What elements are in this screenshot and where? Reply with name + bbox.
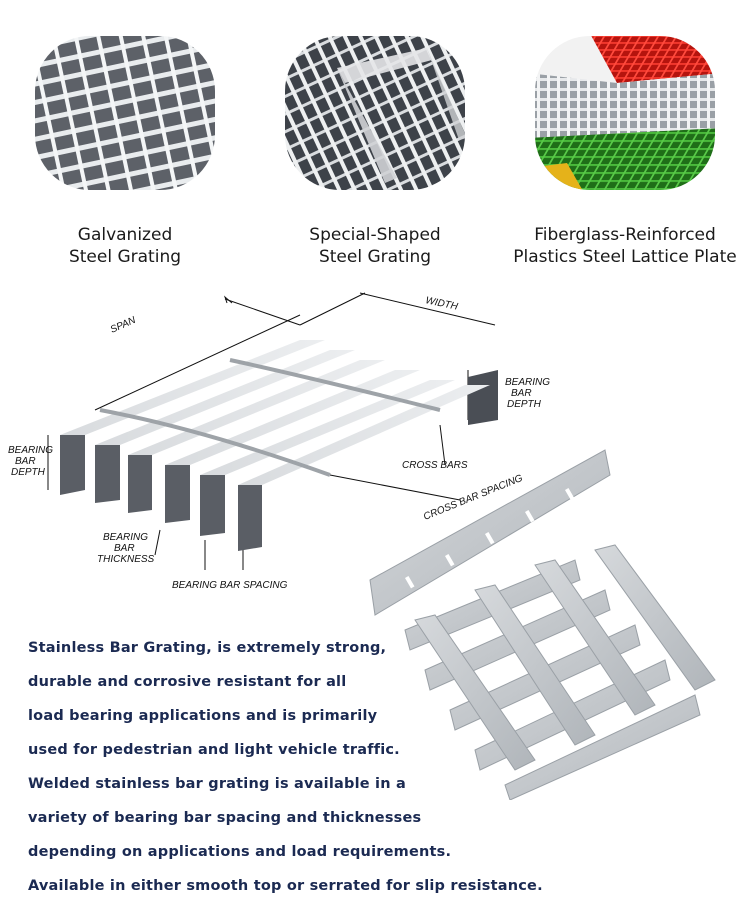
description-line: depending on applications and load requi… <box>28 844 452 860</box>
description-line: durable and corrosive resistant for all <box>28 674 347 690</box>
cross-bars-label: CROSS BARS <box>402 460 468 471</box>
caption-line-2: Steel Grating <box>318 247 432 267</box>
product-caption: Special-Shaped Steel Grating <box>250 224 500 268</box>
bearing-bar-depth-label-left: BEARING <box>8 445 53 456</box>
caption-line-1: Fiberglass-Reinforced <box>534 225 716 245</box>
special-shaped-grating-photo <box>285 36 465 190</box>
cross-bars <box>99 358 441 477</box>
grating-technical-diagram: SPAN WIDTH BEARING BAR DEPTH BEARING BAR… <box>8 292 550 591</box>
dimension-lines <box>47 292 496 570</box>
description-line: Welded stainless bar grating is availabl… <box>28 776 406 792</box>
bearing-bar-depth-label-right: BAR <box>511 388 532 399</box>
bearing-bar-thickness-label: BEARING <box>103 532 148 543</box>
bearing-bar-thickness-label: BAR <box>114 543 135 554</box>
caption-line-1: Galvanized <box>77 225 173 245</box>
caption-line-2: Steel Grating <box>68 247 182 267</box>
caption-line-1: Special-Shaped <box>309 225 441 245</box>
product-caption: Fiberglass-Reinforced Plastics Steel Lat… <box>500 224 750 268</box>
grating-assembly-illustration <box>369 449 716 800</box>
description-line: variety of bearing bar spacing and thick… <box>28 810 422 826</box>
bearing-bar-thickness-label: THICKNESS <box>97 554 155 565</box>
galvanized-grating-photo <box>35 36 215 190</box>
span-label: SPAN <box>109 315 138 336</box>
product-description: Stainless Bar Grating, is extremely stro… <box>28 636 548 908</box>
description-line: used for pedestrian and light vehicle tr… <box>28 742 400 758</box>
bearing-bar-spacing-label: BEARING BAR SPACING <box>172 580 288 591</box>
description-line: load bearing applications and is primari… <box>28 708 378 724</box>
bearing-bar-depth-label-right: BEARING <box>505 377 550 388</box>
description-line: Stainless Bar Grating, is extremely stro… <box>28 640 387 656</box>
width-label: WIDTH <box>424 295 459 313</box>
frp-lattice-plate-photo <box>535 36 715 190</box>
product-caption: Galvanized Steel Grating <box>0 224 250 268</box>
bearing-bar-depth-label-right: DEPTH <box>507 399 542 410</box>
bearing-bar-depth-label-left: BAR <box>15 456 36 467</box>
product-special-shaped: Special-Shaped Steel Grating <box>250 0 500 270</box>
product-galvanized: Galvanized Steel Grating <box>0 0 250 270</box>
description-line: Available in either smooth top or serrat… <box>28 878 543 894</box>
caption-line-2: Plastics Steel Lattice Plate <box>513 247 737 267</box>
product-frp-lattice: Fiberglass-Reinforced Plastics Steel Lat… <box>500 0 750 270</box>
bearing-bar-depth-label-left: DEPTH <box>11 467 46 478</box>
